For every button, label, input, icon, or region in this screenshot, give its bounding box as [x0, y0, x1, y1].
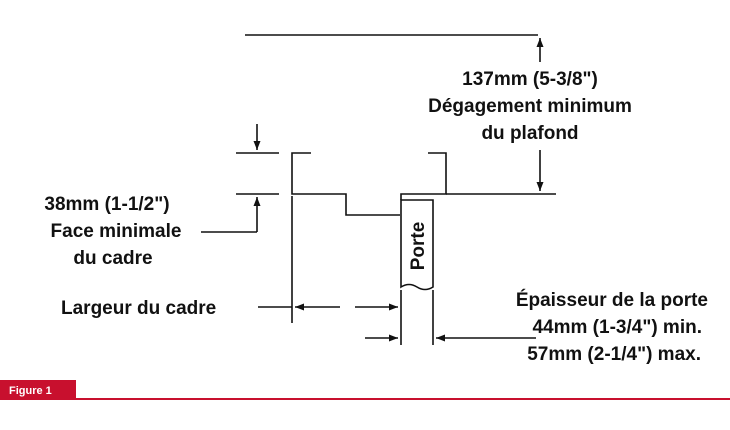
door-thickness-min: 44mm (1-3/4") min. — [532, 317, 702, 338]
door-label: Porte — [408, 222, 429, 271]
door-thickness-max: 57mm (2-1/4") max. — [527, 344, 701, 365]
figure-tab-background — [0, 380, 76, 400]
figure-tab-bar — [0, 398, 730, 400]
door-thickness-title: Épaisseur de la porte — [516, 289, 708, 311]
ceiling-dimension-label: 137mm (5-3/8") — [462, 69, 598, 90]
frame-profile-right — [400, 152, 447, 200]
frame-face-dimension-label: 38mm (1-1/2") — [44, 194, 169, 215]
door-slab — [400, 199, 434, 291]
frame-face-label-line2: du cadre — [73, 248, 152, 269]
ceiling-clearance-label-line2: du plafond — [481, 123, 578, 144]
frame-width-label: Largeur du cadre — [61, 298, 216, 319]
frame-profile-left — [291, 152, 400, 216]
figure-tab: Figure 1 — [0, 380, 730, 400]
ceiling-clearance-label-line1: Dégagement minimum — [428, 96, 632, 117]
figure-label: Figure 1 — [9, 385, 52, 397]
frame-face-label-line1: Face minimale — [51, 221, 182, 242]
